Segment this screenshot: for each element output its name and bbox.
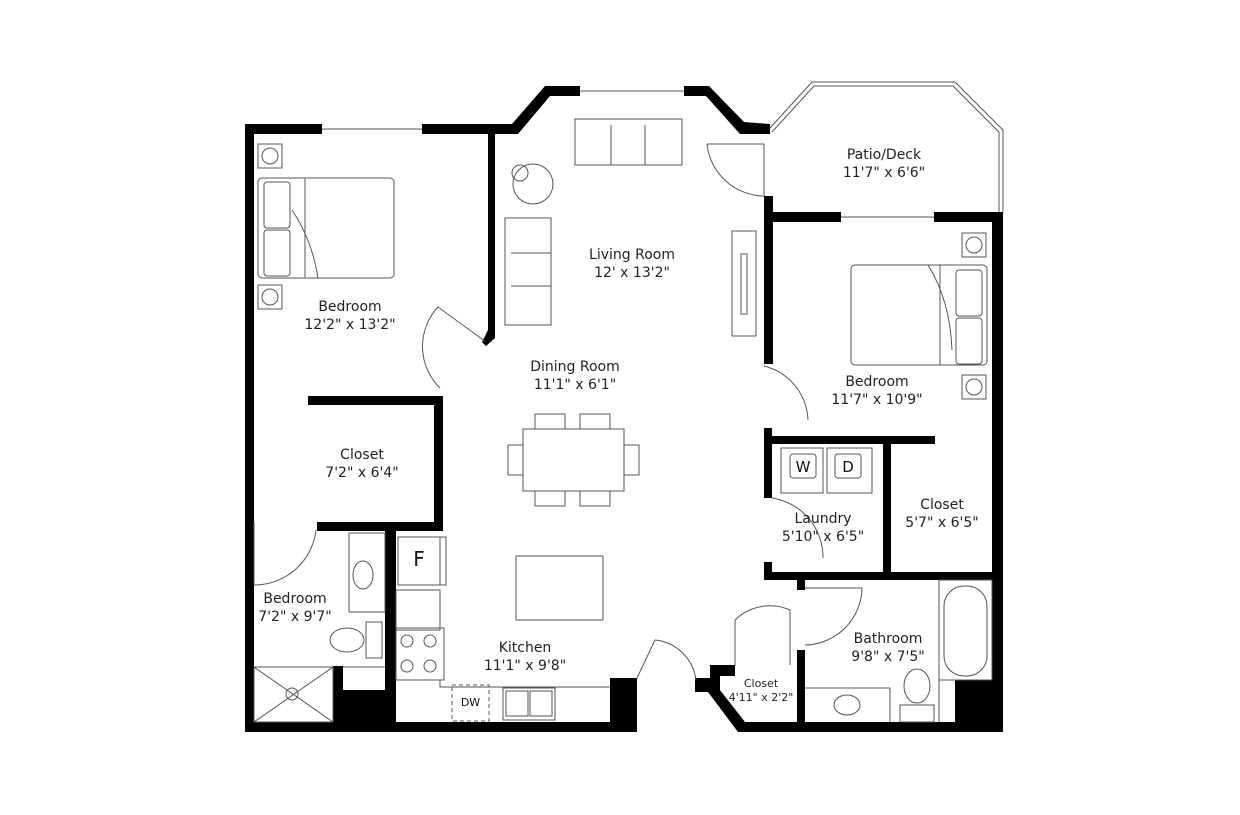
- washer-icon: W: [795, 458, 811, 476]
- room-dims: 5'7" x 6'5": [905, 515, 979, 531]
- room-dims: 11'7" x 6'6": [842, 165, 926, 181]
- room-name: Closet: [920, 497, 964, 513]
- room-name: Patio/Deck: [846, 147, 922, 163]
- room-dims: 11'7" x 10'9": [831, 392, 923, 408]
- fridge-icon: F: [413, 547, 425, 571]
- room-label-living-room: Living Room 12' x 13'2": [589, 246, 675, 282]
- room-name: Closet: [340, 447, 384, 463]
- room-name: Closet: [743, 677, 779, 690]
- room-label-closet-3: Closet 4'11" x 2'2": [729, 677, 794, 705]
- fixtures: [253, 81, 1004, 723]
- room-label-bathroom: Bathroom 9'8" x 7'5": [851, 630, 924, 666]
- room-dims: 7'2" x 9'7": [258, 609, 332, 625]
- room-label-laundry: Laundry 5'10" x 6'5": [782, 510, 864, 546]
- room-dims: 11'1" x 9'8": [483, 658, 567, 674]
- room-dims: 12'2" x 13'2": [304, 317, 396, 333]
- room-dims: 11'1" x 6'1": [533, 377, 617, 393]
- room-dims: 9'8" x 7'5": [851, 649, 925, 665]
- room-name: Bedroom: [318, 299, 382, 315]
- room-label-bedroom-1: Bedroom 12'2" x 13'2": [304, 298, 395, 334]
- room-label-closet-1: Closet 7'2" x 6'4": [325, 446, 398, 482]
- room-label-bedroom-3: Bedroom 7'2" x 9'7": [258, 590, 331, 626]
- room-name: Bedroom: [845, 374, 909, 390]
- room-name: Kitchen: [498, 640, 552, 656]
- room-dims: 12' x 13'2": [594, 265, 670, 281]
- room-label-closet-2: Closet 5'7" x 6'5": [905, 496, 978, 532]
- room-name: Bathroom: [853, 631, 923, 647]
- walls: [245, 86, 1003, 732]
- room-dims: 7'2" x 6'4": [325, 465, 399, 481]
- room-label-dining-room: Dining Room 11'1" x 6'1": [530, 358, 620, 394]
- room-name: Bedroom: [263, 591, 327, 607]
- room-dims: 4'11" x 2'2": [728, 691, 794, 704]
- room-label-bedroom-2: Bedroom 11'7" x 10'9": [831, 373, 922, 409]
- room-name: Living Room: [589, 247, 675, 263]
- room-name: Dining Room: [530, 359, 620, 375]
- room-name: Laundry: [794, 511, 852, 527]
- room-label-kitchen: Kitchen 11'1" x 9'8": [484, 639, 566, 675]
- dishwasher-icon: DW: [460, 696, 481, 709]
- room-dims: 5'10" x 6'5": [781, 529, 865, 545]
- dryer-icon: D: [842, 458, 854, 476]
- room-label-patio-deck: Patio/Deck 11'7" x 6'6": [843, 146, 925, 182]
